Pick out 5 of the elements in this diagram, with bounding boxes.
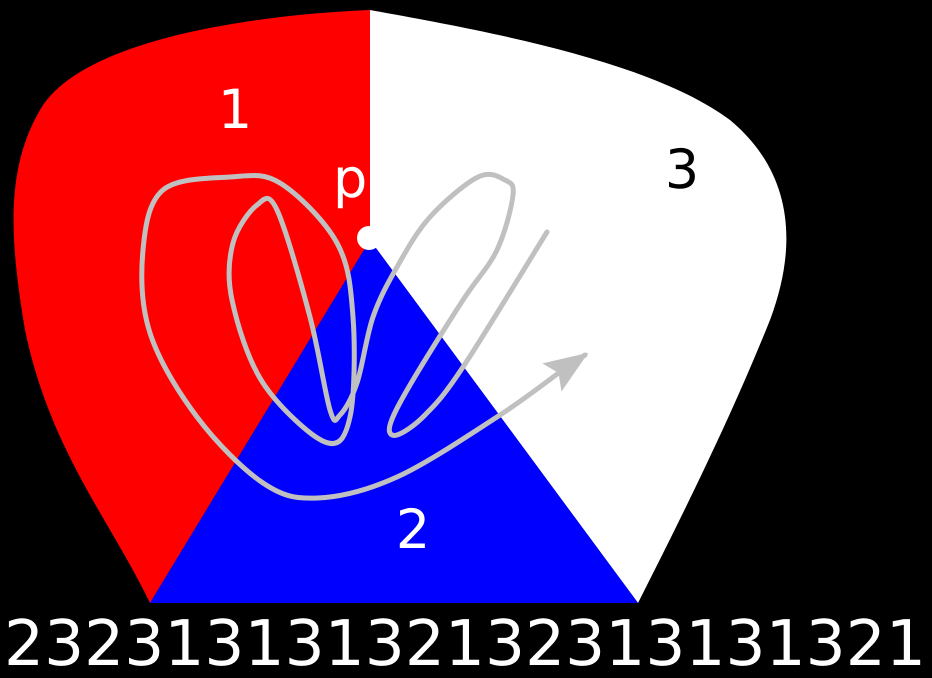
sequence-text: 23231313132132313131321 [4, 612, 926, 675]
point-label: p [333, 152, 368, 206]
region-number: 3 [664, 143, 700, 197]
region-number: 1 [218, 83, 252, 137]
region-number: 2 [396, 503, 430, 557]
